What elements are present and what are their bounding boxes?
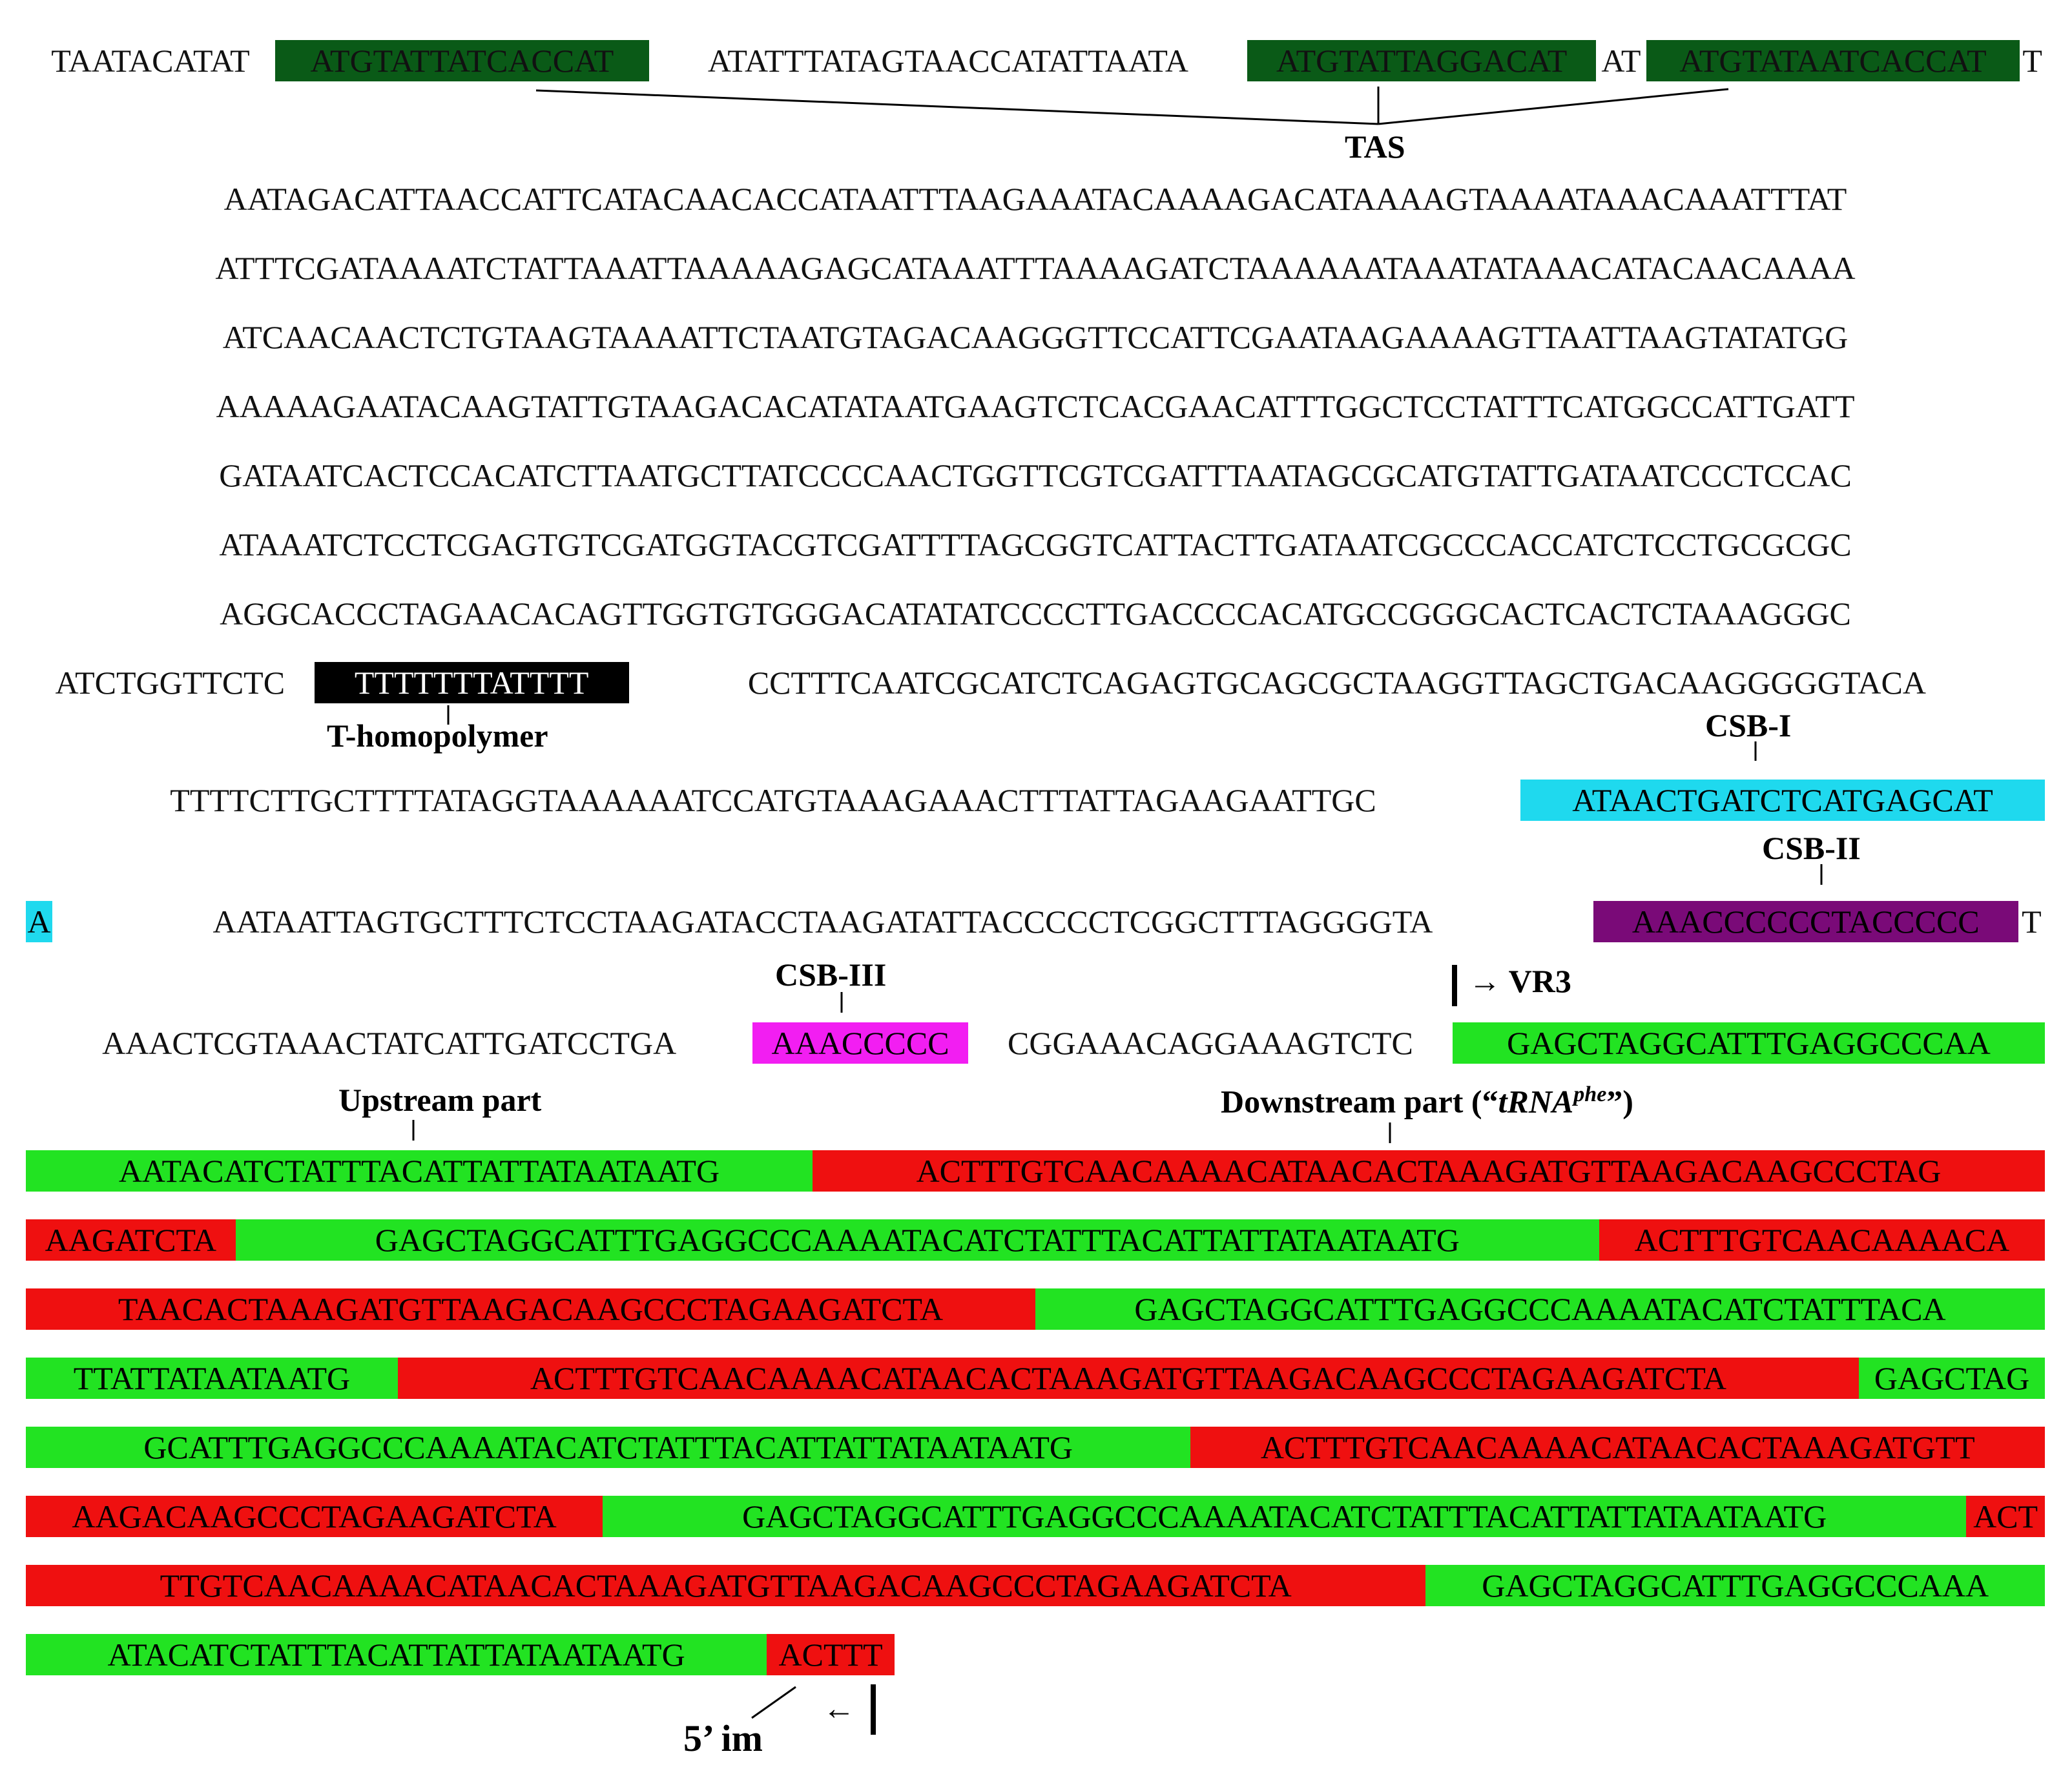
highlight-red: AAGACAAGCCCTAGAAGATCTA bbox=[26, 1496, 603, 1537]
sequence-line: ATAAATCTCCTCGAGTGTCGATGGTACGTCGATTTTAGCG… bbox=[26, 524, 2045, 565]
sequence-segment: T bbox=[2022, 904, 2042, 940]
sequence-line: GCATTTGAGGCCCAAAATACATCTATTTACATTATTATAA… bbox=[26, 1427, 2045, 1468]
highlight-green: GAGCTAGGCATTTGAGGCCCAA bbox=[1453, 1022, 2045, 1064]
highlight-green: GAGCTAG bbox=[1859, 1358, 2045, 1399]
sequence-segment: AATAATTAGTGCTTTCTCCTAAGATACCTAAGATATTACC… bbox=[212, 904, 1433, 940]
sequence-line: ATTTCGATAAAATCTATTAAATTAAAAAGAGCATAAATTT… bbox=[26, 247, 2045, 289]
sequence-line: AAAAAGAATACAAGTATTGTAAGACACATATAATGAAGTC… bbox=[26, 386, 2045, 427]
downstream-sup: phe bbox=[1573, 1082, 1607, 1106]
highlight-csb1: A bbox=[26, 901, 53, 942]
sequence-segment: GATAATCACTCCACATCTTAATGCTTATCCCCAACTGGTT… bbox=[219, 457, 1852, 493]
sequence-segment: CGGAAACAGGAAAGTCTC bbox=[1008, 1025, 1413, 1061]
sequence-segment: ATCAACAACTCTGTAAGTAAAATTCTAATGTAGACAAGGG… bbox=[222, 319, 1849, 355]
sequence-segment: TTTTCTTGCTTTTATAGGTAAAAAATCCATGTAAAGAAAC… bbox=[170, 782, 1376, 818]
highlight-tas: ATGTATAATCACCAT bbox=[1646, 40, 2020, 81]
tas-label: TAS bbox=[1345, 129, 1405, 165]
tas-leader-left bbox=[535, 89, 1379, 125]
highlight-thom: TTTTTTTATTTT bbox=[314, 662, 629, 703]
upstream-label: Upstream part bbox=[338, 1082, 542, 1118]
sequence-segment: AAAAAGAATACAAGTATTGTAAGACACATATAATGAAGTC… bbox=[216, 388, 1855, 424]
sequence-line: TTGTCAACAAAACATAACACTAAAGATGTTAAGACAAGCC… bbox=[26, 1565, 2045, 1606]
sequence-segment: ATATTTATAGTAACCATATTAATA bbox=[707, 43, 1188, 79]
highlight-red: TTGTCAACAAAACATAACACTAAAGATGTTAAGACAAGCC… bbox=[26, 1565, 1426, 1606]
highlight-green: GAGCTAGGCATTTGAGGCCCAAA bbox=[1425, 1565, 2045, 1606]
sequence-segment: AAACTCGTAAACTATCATTGATCCTGA bbox=[102, 1025, 677, 1061]
im-arrow: ← bbox=[823, 1690, 855, 1726]
highlight-red: ACTTT bbox=[767, 1634, 895, 1675]
highlight-green: GCATTTGAGGCCCAAAATACATCTATTTACATTATTATAA… bbox=[26, 1427, 1191, 1468]
vr3-label: → VR3 bbox=[1469, 963, 1571, 999]
sequence-line: ATCTGGTTCTC TTTTTTTATTTT CCTTTCAATCGCATCTC… bbox=[26, 662, 2045, 703]
csb1-label: CSB-I bbox=[1705, 707, 1792, 743]
highlight-red: ACTTTGTCAACAAAACATAACACTAAAGATGTTAAGACAA… bbox=[812, 1150, 2045, 1192]
highlight-tas: ATGTATTAGGACAT bbox=[1247, 40, 1597, 81]
sequence-segment: ATTTCGATAAAATCTATTAAATTAAAAAGAGCATAAATTT… bbox=[215, 250, 1856, 286]
sequence-segment: T bbox=[2022, 43, 2042, 79]
highlight-green: GAGCTAGGCATTTGAGGCCCAAAATACATCTATTTACATT… bbox=[235, 1219, 1599, 1261]
tas-leader-right bbox=[1378, 88, 1729, 125]
highlight-green: ATACATCTATTTACATTATTATAATAATG bbox=[26, 1634, 767, 1675]
highlight-tas: ATGTATTATCACCAT bbox=[275, 40, 649, 81]
downstream-label: Downstream part (“tRNAphe”) bbox=[1221, 1082, 1633, 1121]
downstream-prefix: Downstream part (“ bbox=[1221, 1083, 1498, 1120]
sequence-segment: CCTTTCAATCGCATCTCAGAGTGCAGCGCTAAGGTTAGCT… bbox=[747, 665, 1926, 701]
highlight-green: TTATTATAATAATG bbox=[26, 1358, 398, 1399]
sequence-segment: AATAGACATTAACCATTCATACAACACCATAATTTAAGAA… bbox=[223, 181, 1847, 217]
sequence-segment: TAATACATAT bbox=[51, 43, 250, 79]
sequence-segment: AGGCACCCTAGAACACAGTTGGTGTGGGACATATATCCCC… bbox=[220, 595, 1851, 632]
downstream-suffix: ”) bbox=[1606, 1083, 1633, 1120]
highlight-red: ACT bbox=[1966, 1496, 2045, 1537]
csb3-label: CSB-III bbox=[775, 956, 887, 993]
t-homopolymer-label: T-homopolymer bbox=[327, 718, 548, 754]
sequence-line: GATAATCACTCCACATCTTAATGCTTATCCCCAACTGGTT… bbox=[26, 455, 2045, 496]
sequence-line: AATAGACATTAACCATTCATACAACACCATAATTTAAGAA… bbox=[26, 178, 2045, 220]
highlight-green: GAGCTAGGCATTTGAGGCCCAAAATACATCTATTTACATT… bbox=[603, 1496, 1967, 1537]
sequence-line: A AATAATTAGTGCTTTCTCCTAAGATACCTAAGATATTAC… bbox=[26, 901, 2045, 942]
downstream-trna: tRNA bbox=[1498, 1083, 1574, 1120]
im-label: 5’ im bbox=[683, 1717, 763, 1759]
sequence-line: AAACTCGTAAACTATCATTGATCCTGA AAACCCCC CGGAA… bbox=[26, 1022, 2045, 1064]
highlight-green: AATACATCTATTTACATTATTATAATAATG bbox=[26, 1150, 813, 1192]
highlight-csb2: AAACCCCCCTACCCCC bbox=[1593, 901, 2018, 942]
highlight-red: ACTTTGTCAACAAAACATAACACTAAAGATGTTAAGACAA… bbox=[397, 1358, 1860, 1399]
highlight-csb3: AAACCCCC bbox=[752, 1022, 968, 1064]
highlight-green: GAGCTAGGCATTTGAGGCCCAAAATACATCTATTTACA bbox=[1035, 1288, 2045, 1330]
sequence-line: TAATACATAT ATGTATTATCACCAT ATATTTATAGTAACC… bbox=[26, 40, 2045, 81]
csb2-label: CSB-II bbox=[1762, 830, 1861, 866]
sequence-line: TTTTCTTGCTTTTATAGGTAAAAAATCCATGTAAAGAAAC… bbox=[26, 780, 2045, 821]
sequence-line: AGGCACCCTAGAACACAGTTGGTGTGGGACATATATCCCC… bbox=[26, 593, 2045, 634]
im-leader bbox=[751, 1686, 796, 1719]
highlight-csb1: ATAACTGATCTCATGAGCAT bbox=[1520, 780, 2045, 821]
highlight-red: TAACACTAAAGATGTTAAGACAAGCCCTAGAAGATCTA bbox=[26, 1288, 1035, 1330]
sequence-segment: ATCTGGTTCTC bbox=[55, 665, 285, 701]
highlight-red: ACTTTGTCAACAAAACATAACACTAAAGATGTT bbox=[1190, 1427, 2045, 1468]
sequence-segment: AT bbox=[1601, 43, 1641, 79]
sequence-segment: ATAAATCTCCTCGAGTGTCGATGGTACGTCGATTTTAGCG… bbox=[219, 526, 1852, 563]
highlight-red: AAGATCTA bbox=[26, 1219, 236, 1261]
sequence-line: ATCAACAACTCTGTAAGTAAAATTCTAATGTAGACAAGGG… bbox=[26, 316, 2045, 358]
highlight-red: ACTTTGTCAACAAAACA bbox=[1599, 1219, 2045, 1261]
